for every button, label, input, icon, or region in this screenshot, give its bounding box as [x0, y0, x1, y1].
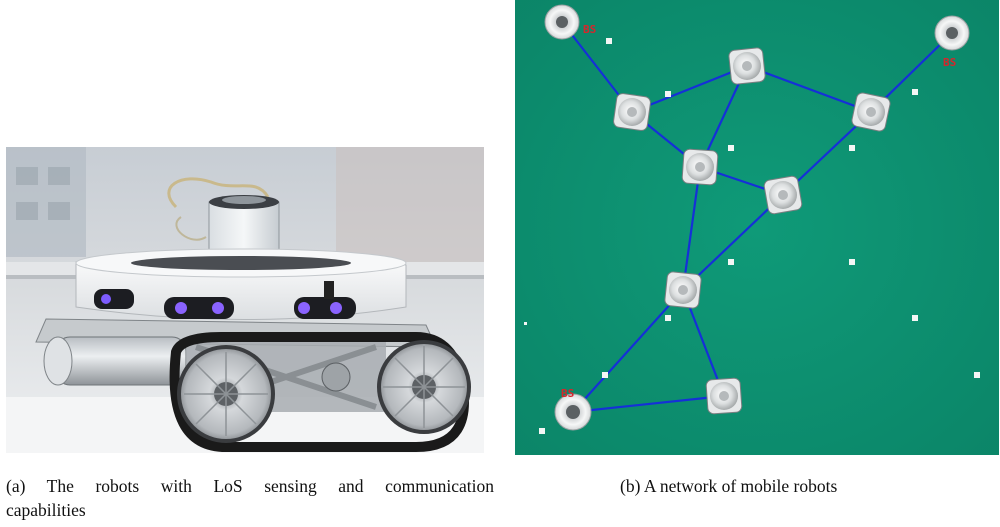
mobile-robot [851, 92, 891, 132]
caption-a-line2: capabilities [6, 500, 86, 520]
base-station [554, 393, 592, 431]
mobile-robot [763, 175, 803, 215]
caption-a: (a) The robots with LoS sensing and comm… [6, 474, 494, 522]
base-station [934, 15, 970, 51]
floor-markers [524, 38, 980, 434]
mobile-robot [681, 148, 719, 186]
mobile-robot [664, 271, 702, 309]
mobile-robot [613, 93, 651, 131]
robot-network-photo: BS BS BS [515, 0, 999, 455]
base-station [544, 4, 580, 40]
mobile-robot [728, 47, 766, 85]
caption-b: (b) A network of mobile robots [620, 476, 838, 496]
robot-photo [6, 147, 484, 453]
base-station-label: BS [561, 387, 574, 400]
caption-a-line1: (a) The robots with LoS sensing and comm… [6, 476, 494, 496]
base-station-label: BS [583, 23, 596, 36]
mobile-robot [705, 377, 743, 415]
base-station-label: BS [943, 56, 956, 69]
